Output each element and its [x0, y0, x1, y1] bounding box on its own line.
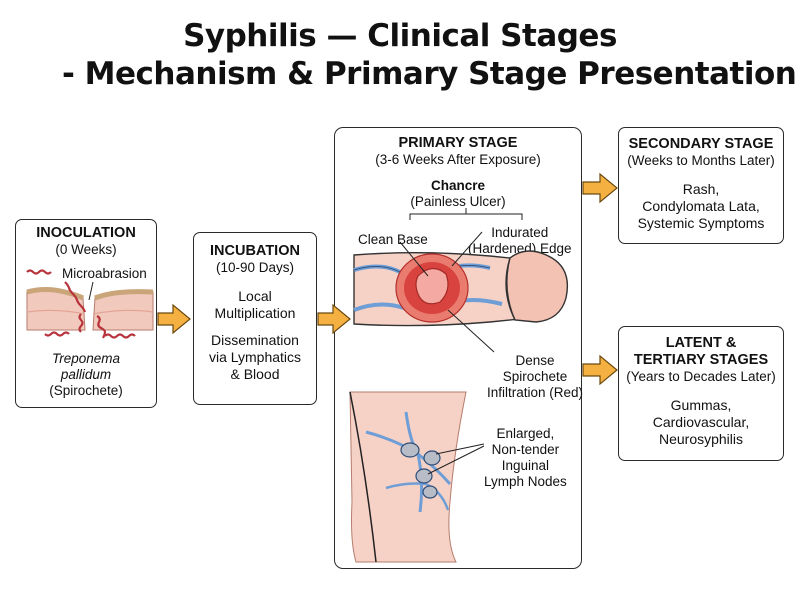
incubation-duration: (10-90 Days)	[215, 260, 295, 275]
latent-tertiary-title-1: LATENT &	[665, 335, 737, 351]
skin-microabrasion-illustration	[26, 269, 154, 339]
primary-stage-title: PRIMARY STAGE	[398, 135, 518, 151]
arrow-inoculation-to-incubation	[157, 303, 191, 335]
incubation-title: INCUBATION	[210, 243, 300, 259]
latent-tertiary-title-2: TERTIARY STAGES	[633, 352, 769, 368]
secondary-stage-title: SECONDARY STAGE	[628, 136, 774, 152]
latent-tertiary-duration: (Years to Decades Later)	[626, 369, 776, 384]
page-title: Syphilis — Clinical Stages	[183, 18, 617, 54]
lymph-node-illustration	[349, 391, 485, 563]
primary-stage-duration: (3-6 Weeks After Exposure)	[375, 152, 541, 167]
arrow-primary-to-latent	[582, 354, 618, 386]
chancre-label: Chancre (Painless Ulcer)	[410, 178, 506, 209]
incubation-box: INCUBATION (10-90 Days) Local Multiplica…	[193, 232, 317, 405]
organism-label: Treponema pallidum (Spirochete)	[49, 351, 123, 398]
dense-infiltration-label: Dense Spirochete Infiltration (Red)	[487, 353, 584, 400]
lymph-nodes-label: Enlarged, Non-tender Inguinal Lymph Node…	[484, 426, 567, 489]
clean-base-label: Clean Base	[358, 232, 428, 247]
arrow-incubation-to-primary	[317, 303, 351, 335]
secondary-stage-box: SECONDARY STAGE (Weeks to Months Later) …	[618, 127, 784, 244]
latent-tertiary-box: LATENT & TERTIARY STAGES (Years to Decad…	[618, 326, 784, 461]
indurated-edge-label: Indurated (Hardened) Edge	[468, 225, 572, 256]
inoculation-title: INOCULATION	[36, 225, 136, 241]
secondary-stage-duration: (Weeks to Months Later)	[627, 153, 775, 168]
page-subtitle: - Mechanism & Primary Stage Presentation	[62, 56, 797, 92]
arrow-primary-to-secondary	[582, 172, 618, 204]
chancre-illustration	[353, 208, 569, 353]
microabrasion-label: Microabrasion	[62, 266, 147, 281]
inoculation-duration: (0 Weeks)	[55, 242, 117, 257]
